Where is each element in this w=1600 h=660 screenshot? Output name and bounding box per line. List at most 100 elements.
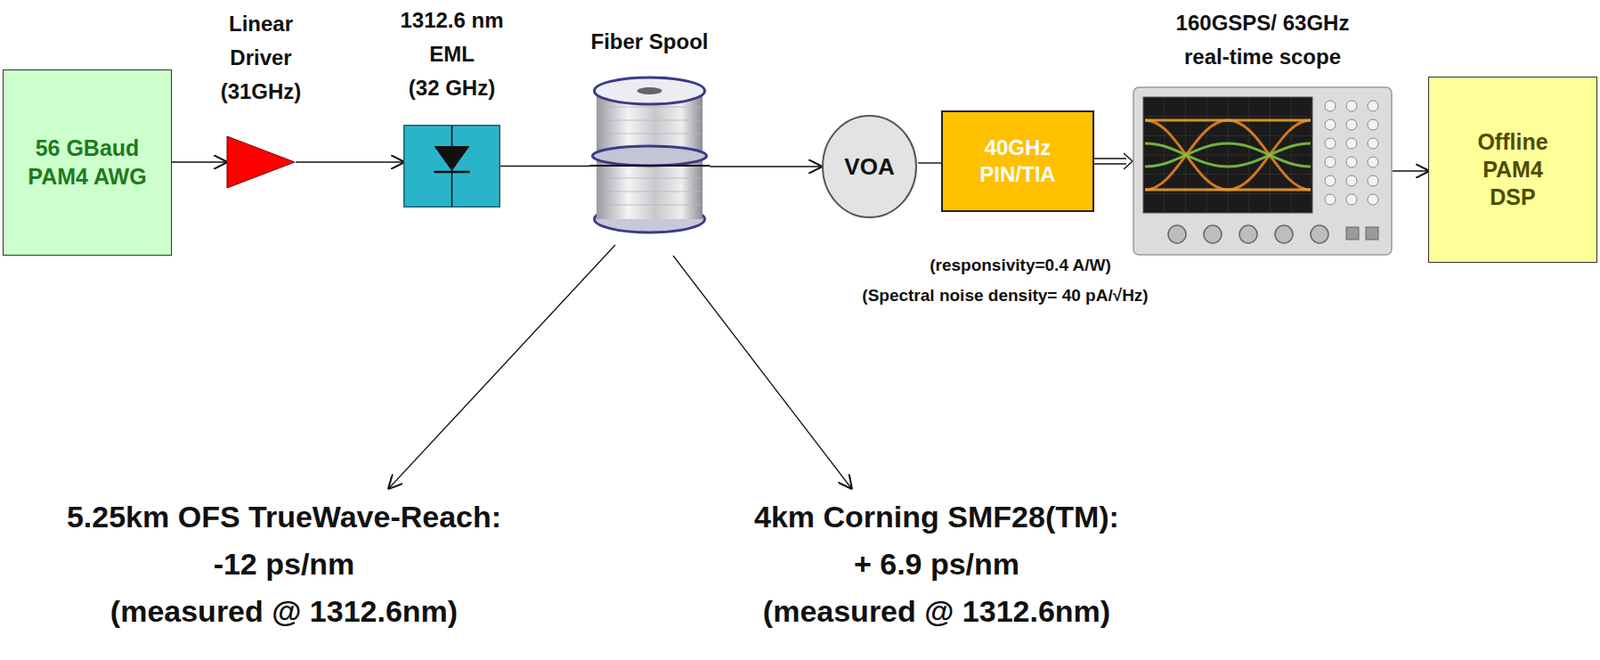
attenuator-circle: VOA xyxy=(820,113,918,220)
signal-connector xyxy=(917,162,942,163)
signal-connector xyxy=(500,165,590,167)
diode-symbol xyxy=(434,146,471,171)
text-line: PIN/TIA xyxy=(979,161,1056,188)
fiber-note: 4km Corning SMF28(TM): xyxy=(754,493,1120,540)
text-line: Linear xyxy=(207,7,315,41)
dsp-box: Offline PAM4 DSP xyxy=(1428,76,1598,263)
scope-symbol xyxy=(1143,173,1313,175)
diode-symbol xyxy=(403,124,501,208)
scope-symbol xyxy=(1145,120,1311,190)
spool-symbol xyxy=(597,204,702,206)
scope-symbol xyxy=(1168,225,1186,244)
oscilloscope: 160GSPS/ 63GHz real-time scope xyxy=(1132,86,1393,256)
node-heading: 160GSPS/ 63GHz real-time scope xyxy=(1146,6,1379,74)
text-line: 1312.6 nm xyxy=(385,3,520,38)
tri-symbol xyxy=(227,136,295,188)
node-heading: Linear Driver (31GHz) xyxy=(207,7,315,109)
text-line: real-time scope xyxy=(1146,40,1379,74)
scope-symbol xyxy=(1145,119,1311,122)
laser-box: 1312.6 nm EML (32 GHz) xyxy=(403,124,501,208)
scope-symbol xyxy=(1275,225,1293,244)
source-box: 56 GBaud PAM4 AWG xyxy=(2,69,172,256)
scope-symbol xyxy=(1145,143,1311,167)
spool-symbol xyxy=(597,191,702,193)
fiber-note: -12 ps/nm xyxy=(213,540,356,587)
scope-symbol xyxy=(1346,156,1357,168)
leader-arrow xyxy=(389,244,616,488)
text-line: Offline xyxy=(1477,128,1548,156)
scope-symbol xyxy=(1143,115,1313,117)
scope-symbol xyxy=(1145,120,1311,190)
node-label: Offline PAM4 DSP xyxy=(1477,128,1548,212)
scope-symbol xyxy=(1143,97,1313,213)
text-line: 160GSPS/ 63GHz xyxy=(1146,6,1379,41)
scope-symbol xyxy=(1324,138,1336,149)
signal-connector xyxy=(1392,170,1429,171)
scope-symbol xyxy=(1143,135,1313,137)
scope-symbol xyxy=(1324,100,1336,112)
scope-symbol xyxy=(1310,225,1329,244)
spool-symbol xyxy=(597,133,702,135)
spool-symbol xyxy=(597,178,702,179)
scope-symbol xyxy=(1367,194,1379,205)
signal-connector xyxy=(500,165,590,167)
scope-symbol xyxy=(1346,119,1357,130)
scope-symbol xyxy=(1367,156,1379,168)
scope-symbol xyxy=(1324,194,1336,205)
fiber-spool: Fiber Spool xyxy=(589,71,710,236)
scope-symbol xyxy=(1145,188,1311,192)
scope-symbol xyxy=(1346,175,1357,187)
spool-symbol xyxy=(597,120,702,122)
text-line: PAM4 AWG xyxy=(27,162,147,191)
node-label: 56 GBaud PAM4 AWG xyxy=(27,134,147,191)
scope-symbol xyxy=(1143,193,1313,195)
signal-connector xyxy=(1094,162,1127,164)
scope-symbol xyxy=(1324,175,1336,187)
text-line: EML xyxy=(385,37,520,72)
circle-symbol xyxy=(822,115,917,218)
spool-symbol xyxy=(589,71,710,236)
scope-symbol xyxy=(1346,227,1359,240)
scope-symbol xyxy=(1346,100,1357,112)
text-line: Driver xyxy=(207,40,315,75)
scope-symbol xyxy=(1133,87,1392,255)
scope-symbol xyxy=(1367,100,1379,112)
signal-connector xyxy=(1094,153,1133,170)
text-line: 40GHz xyxy=(979,134,1056,162)
text-line: PAM4 xyxy=(1477,155,1548,184)
signal-connector xyxy=(295,161,404,163)
spool-symbol xyxy=(637,87,663,95)
text-line: DSP xyxy=(1477,183,1548,212)
scope-symbol xyxy=(1367,175,1379,187)
scope-symbol xyxy=(1239,225,1258,244)
signal-connector xyxy=(1392,170,1429,172)
scope-symbol xyxy=(1203,225,1222,244)
signal-connector xyxy=(295,162,404,163)
signal-connector xyxy=(171,162,227,163)
scope-symbol xyxy=(1132,86,1393,256)
spool-symbol xyxy=(594,77,706,105)
node-label: VOA xyxy=(844,152,894,182)
scope-symbol xyxy=(1145,143,1311,167)
signal-connector xyxy=(709,165,821,167)
scope-symbol xyxy=(1324,156,1336,168)
diode-symbol xyxy=(404,125,501,208)
fiber-note: + 6.9 ps/nm xyxy=(853,540,1020,587)
text-line: (31GHz) xyxy=(207,74,315,109)
fiber-note: 5.25km OFS TrueWave-Reach: xyxy=(66,493,502,540)
scope-symbol xyxy=(1324,119,1336,130)
node-heading: Fiber Spool xyxy=(569,24,731,59)
scope-symbol xyxy=(1346,194,1357,205)
text-line: (32 GHz) xyxy=(385,71,520,106)
leader-arrow xyxy=(673,255,852,488)
diode-symbol xyxy=(434,170,471,174)
signal-connector xyxy=(917,162,942,164)
spec-note: (responsivity=0.4 A/W) xyxy=(929,254,1112,277)
receiver-box: 40GHz PIN/TIA xyxy=(941,110,1095,212)
fiber-note: (measured @ 1312.6nm) xyxy=(763,587,1111,634)
scope-symbol xyxy=(1143,154,1313,156)
tri-symbol xyxy=(226,135,296,189)
scope-symbol xyxy=(1365,227,1379,240)
signal-connector xyxy=(709,166,821,168)
